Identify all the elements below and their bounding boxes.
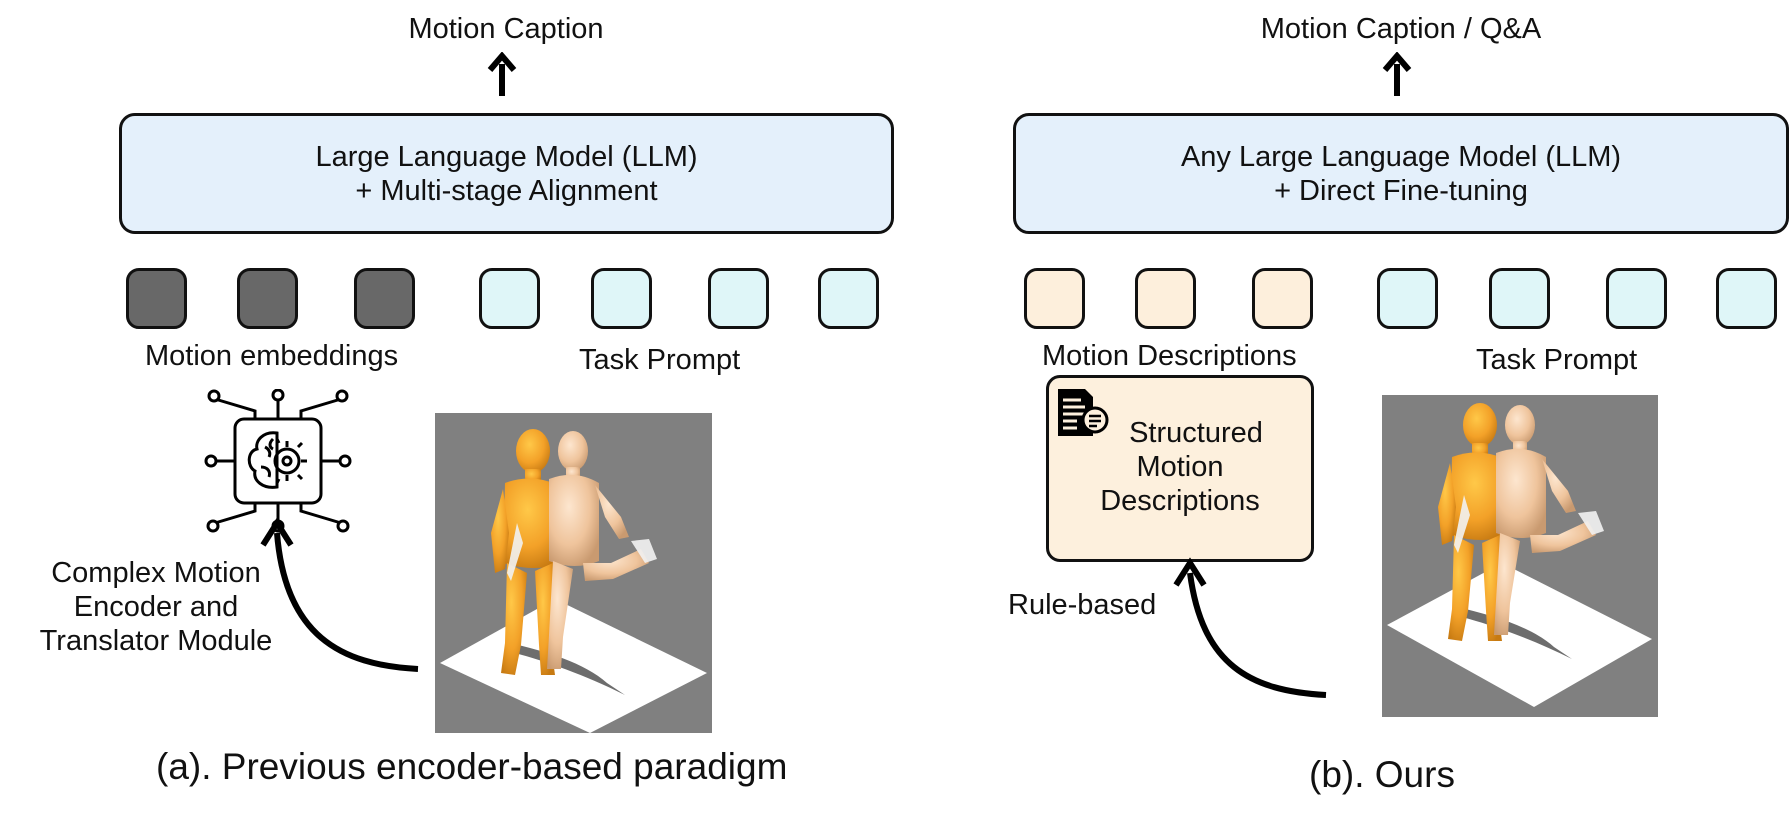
encoder-label-line1: Complex Motion	[51, 557, 261, 589]
curved-arrow-icon	[1173, 557, 1327, 698]
right-caption: (b). Ours	[1309, 754, 1455, 795]
structured-line1: Structured	[1129, 417, 1263, 449]
task-prompt-token	[708, 268, 769, 329]
task-prompt-token	[1489, 268, 1550, 329]
motion-description-token	[1024, 268, 1085, 329]
motion-render-image	[435, 413, 712, 733]
motion-embedding-token	[237, 268, 298, 329]
right-llm-title: Any Large Language Model (LLM)	[1180, 140, 1622, 173]
motion-description-token	[1135, 268, 1196, 329]
left-llm-title: Large Language Model (LLM)	[315, 140, 698, 173]
task-prompt-token	[1377, 268, 1438, 329]
encoder-label-line3: Translator Module	[39, 625, 273, 657]
motion-descriptions-label: Motion Descriptions	[1042, 340, 1297, 372]
left-caption: (a). Previous encoder-based paradigm	[156, 746, 788, 787]
brain-chip-icon	[204, 389, 352, 533]
motion-embeddings-label: Motion embeddings	[145, 340, 399, 372]
curved-arrow-icon	[260, 517, 419, 672]
task-prompt-token	[1716, 268, 1777, 329]
up-arrow-icon	[1382, 52, 1412, 96]
right-llm-box: Any Large Language Model (LLM) + Direct …	[1013, 113, 1789, 234]
structured-line3: Descriptions	[1100, 485, 1260, 517]
left-llm-subtitle: + Multi-stage Alignment	[355, 174, 658, 207]
rule-based-label: Rule-based	[1008, 589, 1157, 621]
motion-render-image	[1382, 395, 1658, 717]
left-output-label: Motion Caption	[408, 13, 604, 45]
right-output-label: Motion Caption / Q&A	[1260, 13, 1542, 45]
structured-descriptions-box: Structured Motion Descriptions	[1046, 375, 1314, 562]
motion-embedding-token	[126, 268, 187, 329]
right-llm-subtitle: + Direct Fine-tuning	[1274, 174, 1528, 207]
motion-embedding-token	[354, 268, 415, 329]
task-prompt-token	[479, 268, 540, 329]
up-arrow-icon	[487, 52, 517, 96]
task-prompt-token	[591, 268, 652, 329]
structured-line2: Motion	[1136, 451, 1224, 483]
task-prompt-token	[1606, 268, 1667, 329]
encoder-label-line2: Encoder and	[73, 591, 239, 623]
right-task-prompt-label: Task Prompt	[1476, 344, 1638, 376]
left-llm-box: Large Language Model (LLM) + Multi-stage…	[119, 113, 894, 234]
motion-description-token	[1252, 268, 1313, 329]
task-prompt-token	[818, 268, 879, 329]
document-icon	[1058, 389, 1109, 436]
left-task-prompt-label: Task Prompt	[579, 344, 741, 376]
